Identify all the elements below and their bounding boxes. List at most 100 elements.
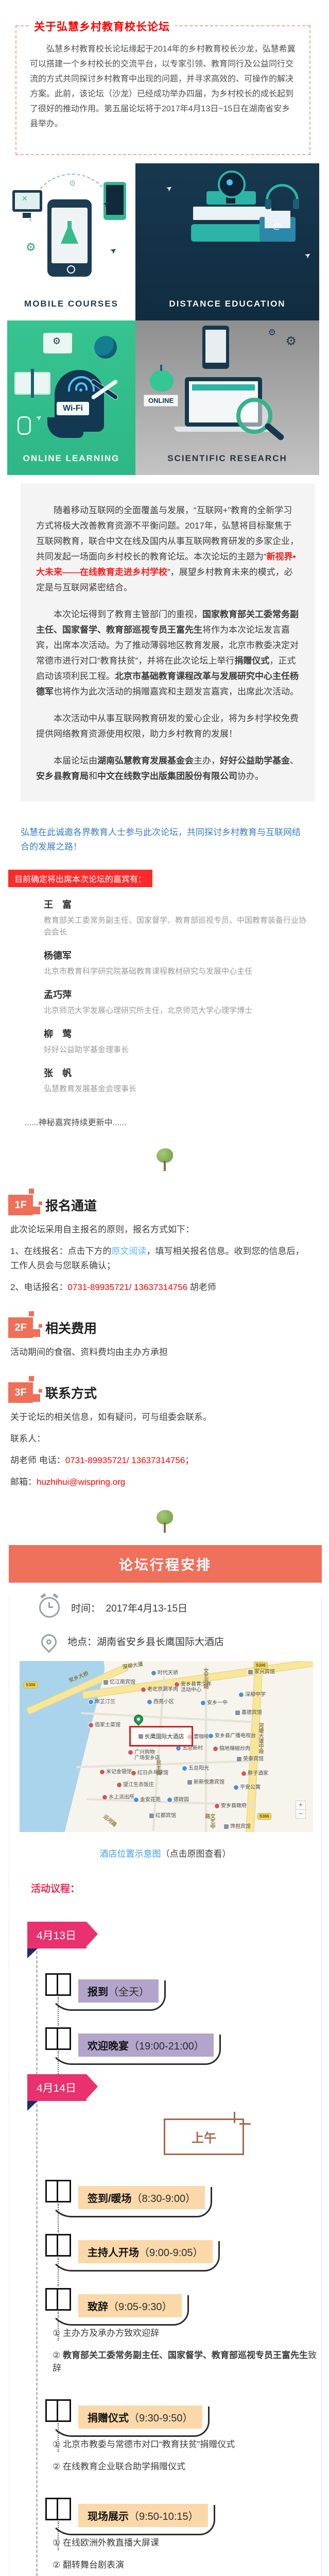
more-guests-note: ......神秘嘉宾持续更新中...... bbox=[25, 1118, 127, 1127]
agenda-item-badge: 致辞（9:05-9:30） bbox=[78, 2294, 182, 2317]
map-poi: 深柳大道 bbox=[122, 1661, 144, 1671]
guest-item: 杨德军 北京市教育科学研究院基础教育课程教材研究与发展中心主任 bbox=[44, 948, 308, 977]
map-caption-link[interactable]: 酒店位置示意图 bbox=[99, 1849, 161, 1859]
agenda-sub-line: ① 主办方及承办方致欢迎辞 bbox=[53, 2328, 159, 2338]
map-poi: 米记金银馆 bbox=[99, 1769, 132, 1775]
contact-phone-line: 胡老师 电话：0731-89935721/ 13637314756； bbox=[10, 1455, 194, 1465]
small-phone-icon bbox=[103, 182, 126, 220]
section-title: 相关费用 bbox=[45, 1321, 97, 1336]
map-poi: 岸芷汀兰 bbox=[88, 1699, 115, 1705]
poi-icon bbox=[128, 1750, 133, 1755]
agenda-item-badge: 现场展示（9:50-10:15） bbox=[78, 2504, 208, 2527]
poi-icon bbox=[174, 1682, 180, 1687]
map-poi: 沿河路 bbox=[101, 1814, 118, 1828]
panel-caption: SCIENTIFIC RESEARCH bbox=[167, 453, 287, 463]
intro-paragraph-4: 本届论坛由湖南弘慧教育发展基金会主办，好好公益助学基金、安乡县教育局和中文在线数… bbox=[36, 756, 299, 781]
day1-events: 报到（全天） 欢迎晚宴（19:00-21:00） bbox=[9, 1973, 321, 2080]
agenda-sub-line: ① 北京市教委与常德市对口“教育扶贫”捐赠仪式 bbox=[53, 2439, 235, 2449]
section-title: 报名通道 bbox=[45, 1199, 97, 1213]
place-row: 地点：湖南省安乡县长鹰国际大酒店 bbox=[38, 1631, 321, 1653]
map-street bbox=[81, 1712, 256, 1723]
poi-icon bbox=[99, 1769, 105, 1775]
map-poi: 安乡一中 bbox=[200, 1700, 228, 1706]
map-poi: 荣泰宾馆 bbox=[236, 1756, 264, 1762]
location-pin-icon bbox=[38, 1631, 60, 1653]
map-poi: 红日乒乓球馆 bbox=[131, 1770, 168, 1776]
guest-name: 杨德军 bbox=[44, 951, 72, 961]
calendar-icon bbox=[45, 2399, 71, 2422]
read-original-link[interactable]: 原文阅读 bbox=[111, 1246, 147, 1256]
section-fees: 2F 相关费用 活动期间的食宿、资料费均由主办方承担 bbox=[8, 1311, 308, 1360]
map-poi: 家兴宾馆 bbox=[248, 1669, 275, 1675]
contact-person-label: 联系人： bbox=[10, 1434, 45, 1444]
poi-icon bbox=[131, 1770, 136, 1776]
agenda-timeline: 4月13日 报到（全天） 欢迎晚宴（19:00-21:00） 4 bbox=[9, 1904, 321, 2576]
intro-paragraph-1: 随着移动互联网的全面覆盖与发展，“互联网+”教育的全新学习方式将极大改善教育资源… bbox=[36, 505, 299, 592]
gear-icon: ⚙ bbox=[69, 179, 76, 188]
floor-badge-2f: 2F bbox=[8, 1311, 40, 1338]
agenda-event: 欢迎晚宴（19:00-21:00） bbox=[45, 2027, 321, 2080]
contact-email[interactable]: huzhihui@wispring.org bbox=[37, 1477, 126, 1487]
guest-description: 好好公益助学基金理事长 bbox=[44, 1045, 129, 1054]
map-poi: 水上派出所 bbox=[102, 1794, 134, 1800]
guest-name: 张 帆 bbox=[44, 1068, 72, 1078]
online-label: ONLINE bbox=[144, 395, 179, 406]
signup-online-line: 1、在线报名：点击下方的原文阅读，填写相关报名信息。收到您的信息后，工作人员会与… bbox=[10, 1246, 304, 1270]
calendar-icon bbox=[45, 2027, 71, 2050]
map-poi: 忆江南宾馆 bbox=[103, 1680, 135, 1685]
email-icon bbox=[259, 211, 296, 242]
monitor-icon bbox=[12, 190, 42, 212]
webcam-icon bbox=[218, 171, 246, 198]
cursor-icon: ➤ bbox=[108, 245, 119, 256]
wifi-label: Wi-Fi bbox=[57, 402, 89, 415]
intro-paragraph-3: 本次活动中从事互联网教育研发的爱心企业，将为乡村学校免费提供网络教育资源使用权限… bbox=[36, 714, 299, 739]
agenda-item-badge: 主持人开场（9:00-9:05） bbox=[78, 2240, 213, 2263]
map-poi: 河堤大道中段 bbox=[257, 1723, 263, 1754]
signup-intro: 此次论坛采用自主报名的原则，报名方式如下： bbox=[10, 1225, 194, 1234]
poi-icon bbox=[147, 1699, 152, 1705]
map-poi: 新新悦惠宾馆 bbox=[187, 1780, 224, 1785]
map-poi: 嘉德宾馆 bbox=[235, 1710, 262, 1716]
map-zoom-out[interactable]: − bbox=[298, 1809, 303, 1818]
gear-icon: ⚙ bbox=[26, 241, 36, 253]
panel-caption: MOBILE COURSES bbox=[24, 299, 118, 309]
magnifier-icon bbox=[236, 398, 272, 434]
map-poi: 民主街 bbox=[155, 1760, 161, 1775]
map-poi: 德政园 bbox=[167, 1797, 189, 1803]
agenda-sub-line: ② 在线教育企业联合助学捐赠仪式 bbox=[53, 2462, 185, 2471]
calendar-icon bbox=[45, 1973, 71, 1996]
mouse-icon bbox=[18, 416, 31, 435]
day2-morning-events: 签到/暖场（8:30-9:00） 主持人开场（9:00-9:05） 致辞（9:0… bbox=[9, 2180, 321, 2576]
calendar-icon bbox=[45, 2234, 71, 2257]
date-badge-april-14: 4月14日 bbox=[27, 2074, 98, 2101]
panel-caption: ONLINE LEARNING bbox=[23, 453, 120, 463]
invite-line: 弘慧在此诚邀各界教育人士参与此次论坛，共同探讨乡村教育与互联网结合的发展之路！ bbox=[21, 827, 301, 852]
poi-icon bbox=[102, 1794, 108, 1800]
education-illustration-grid: ⚙ ⚙ ➤ ➤ MOBILE COURSES ➤ ➤ DISTANCE EDUC… bbox=[7, 163, 319, 475]
map-caption: 酒店位置示意图（点击原图查看） bbox=[99, 1849, 231, 1859]
agenda-event: 现场展示（9:50-10:15） ① 在线欧洲外教直播大屏课 ② 翻转舞台剧表演 bbox=[45, 2498, 321, 2571]
map-poi: 佰家土菜馆 bbox=[88, 1722, 120, 1728]
about-title: 关于弘慧乡村教育校长论坛 bbox=[29, 19, 175, 34]
laptop-base bbox=[175, 427, 272, 432]
map-zoom-control[interactable]: + − bbox=[296, 1801, 306, 1819]
panel-distance-education: ➤ ➤ DISTANCE EDUCATION bbox=[135, 163, 319, 320]
agenda-label: 活动议程： bbox=[31, 1884, 80, 1894]
schedule-banner: 论坛行程安排 bbox=[9, 1545, 322, 1583]
map-zoom-in[interactable]: + bbox=[296, 1801, 305, 1810]
time-row: 时间： 2017年4月13-15日 bbox=[39, 1597, 321, 1618]
map-poi: 深柳中学 bbox=[238, 1692, 266, 1698]
morning-period-label: 上午 bbox=[164, 2112, 251, 2155]
map-poi: 平安公寓 bbox=[233, 1785, 261, 1790]
route-shield: S306 bbox=[257, 1813, 271, 1820]
map-poi: 西苑小区 bbox=[147, 1699, 174, 1705]
map-poi: 安乡县广播电视台 bbox=[208, 1733, 256, 1739]
about-forum-box: 关于弘慧乡村教育校长论坛 弘慧乡村教育校长论坛缘起于2014年的乡村教育校长沙龙… bbox=[15, 19, 310, 155]
section-signup: 1F 报名通道 此次论坛采用自主报名的原则，报名方式如下： 1、在线报名：点击下… bbox=[8, 1189, 308, 1295]
map-poi: 文艺中路 bbox=[204, 1814, 215, 1829]
guest-description: 北京师范大学发展心理研究所主任，北京师范大学心理学博士 bbox=[44, 1006, 253, 1015]
poi-icon bbox=[223, 1824, 229, 1829]
guest-item: 王 富 教育部关工委常务副主任、国家督学、教育部巡视专员、中国教育装备行业协会会… bbox=[44, 897, 308, 938]
gear-icon: ⚙ bbox=[268, 328, 276, 337]
